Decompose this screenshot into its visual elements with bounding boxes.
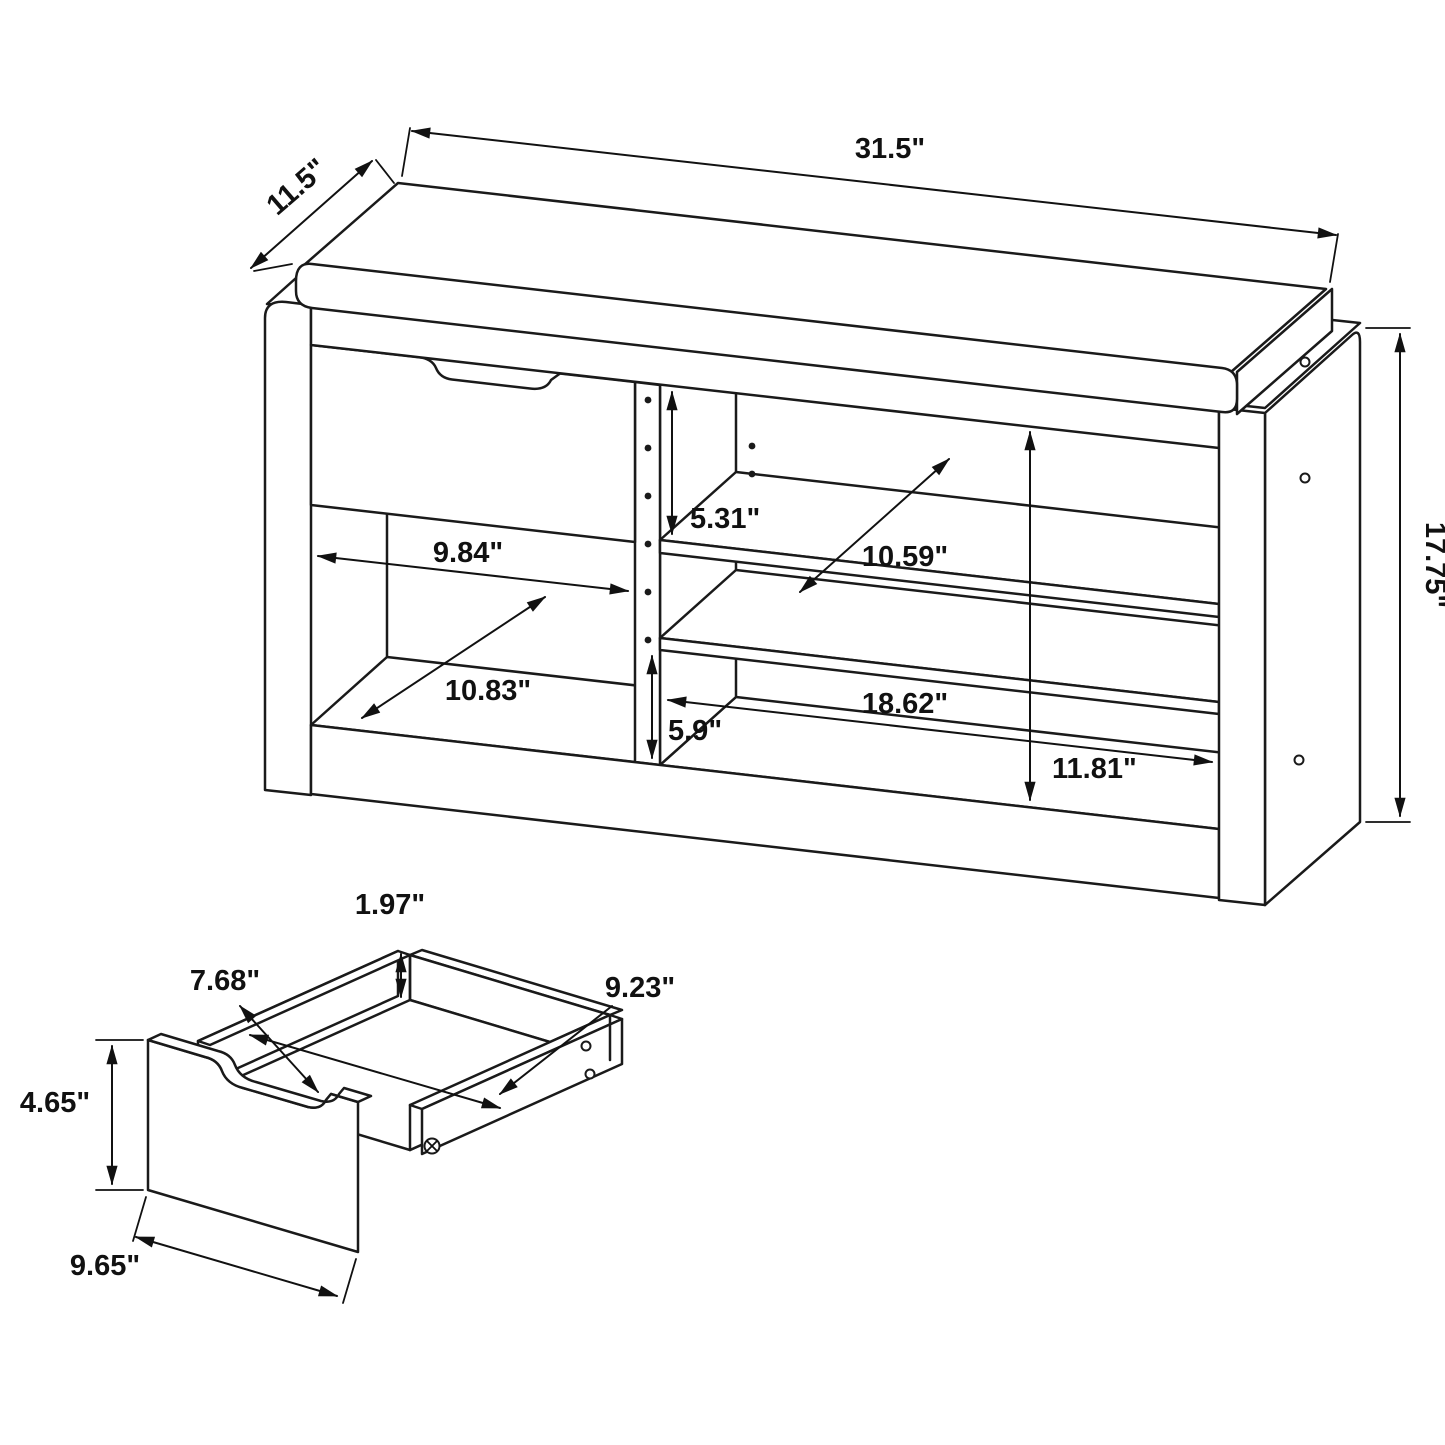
drawer-cross-screw-icon <box>423 1137 441 1155</box>
right-side-panel <box>1217 406 1267 907</box>
storage-bench-drawing: 31.5" 11.5" 17.75" 9.84" 5.31" 10.59" 10… <box>249 127 1445 907</box>
drawer-screw-icon <box>580 1040 592 1052</box>
panel-screw-icon <box>1293 754 1305 766</box>
drawer-front-height-dim-label: 4.65" <box>20 1087 90 1119</box>
drawer-right-wall-outer <box>420 1017 624 1156</box>
shelf-pin-holes <box>644 396 756 644</box>
lower-clearance-dim-label: 5.9" <box>668 715 722 747</box>
seat-cushion-front <box>294 262 1239 414</box>
left-side-panel <box>263 300 313 797</box>
bench-height-dim-label: 17.75" <box>1419 522 1445 608</box>
panel-screw-icon <box>1299 356 1311 368</box>
right-shelf-depth-dim-label: 10.59" <box>862 541 948 573</box>
drawer-screw-icon <box>584 1068 596 1080</box>
right-opening-width-dim-label: 18.62" <box>862 688 948 720</box>
drawer-interior-width-dim-label: 9.23" <box>605 972 675 1004</box>
bench-depth-dim-label: 11.5" <box>261 153 334 222</box>
right-side-panel-outer-face <box>1263 331 1362 907</box>
left-opening-width-dim-label: 9.84" <box>433 537 503 569</box>
drawer-interior-depth-dim-label: 7.68" <box>190 965 260 997</box>
shelf-clearance-dim-label: 5.31" <box>690 503 760 535</box>
drawer-dimensions: 1.97" 7.68" 9.23" 4.65" 9.65" <box>20 889 675 1304</box>
interior-height-dim-label: 11.81" <box>1052 753 1137 785</box>
center-divider <box>633 380 662 767</box>
left-shelf-depth-dim-label: 10.83" <box>445 675 531 707</box>
drawer-front-width-dim-label: 9.65" <box>70 1250 140 1282</box>
drawer-detail-drawing: 1.97" 7.68" 9.23" 4.65" 9.65" <box>20 889 675 1304</box>
panel-screw-icon <box>1299 472 1311 484</box>
bench-width-dim-label: 31.5" <box>855 133 925 165</box>
drawer-back-height-dim-label: 1.97" <box>355 889 425 921</box>
bench-drawer-front <box>309 343 637 544</box>
